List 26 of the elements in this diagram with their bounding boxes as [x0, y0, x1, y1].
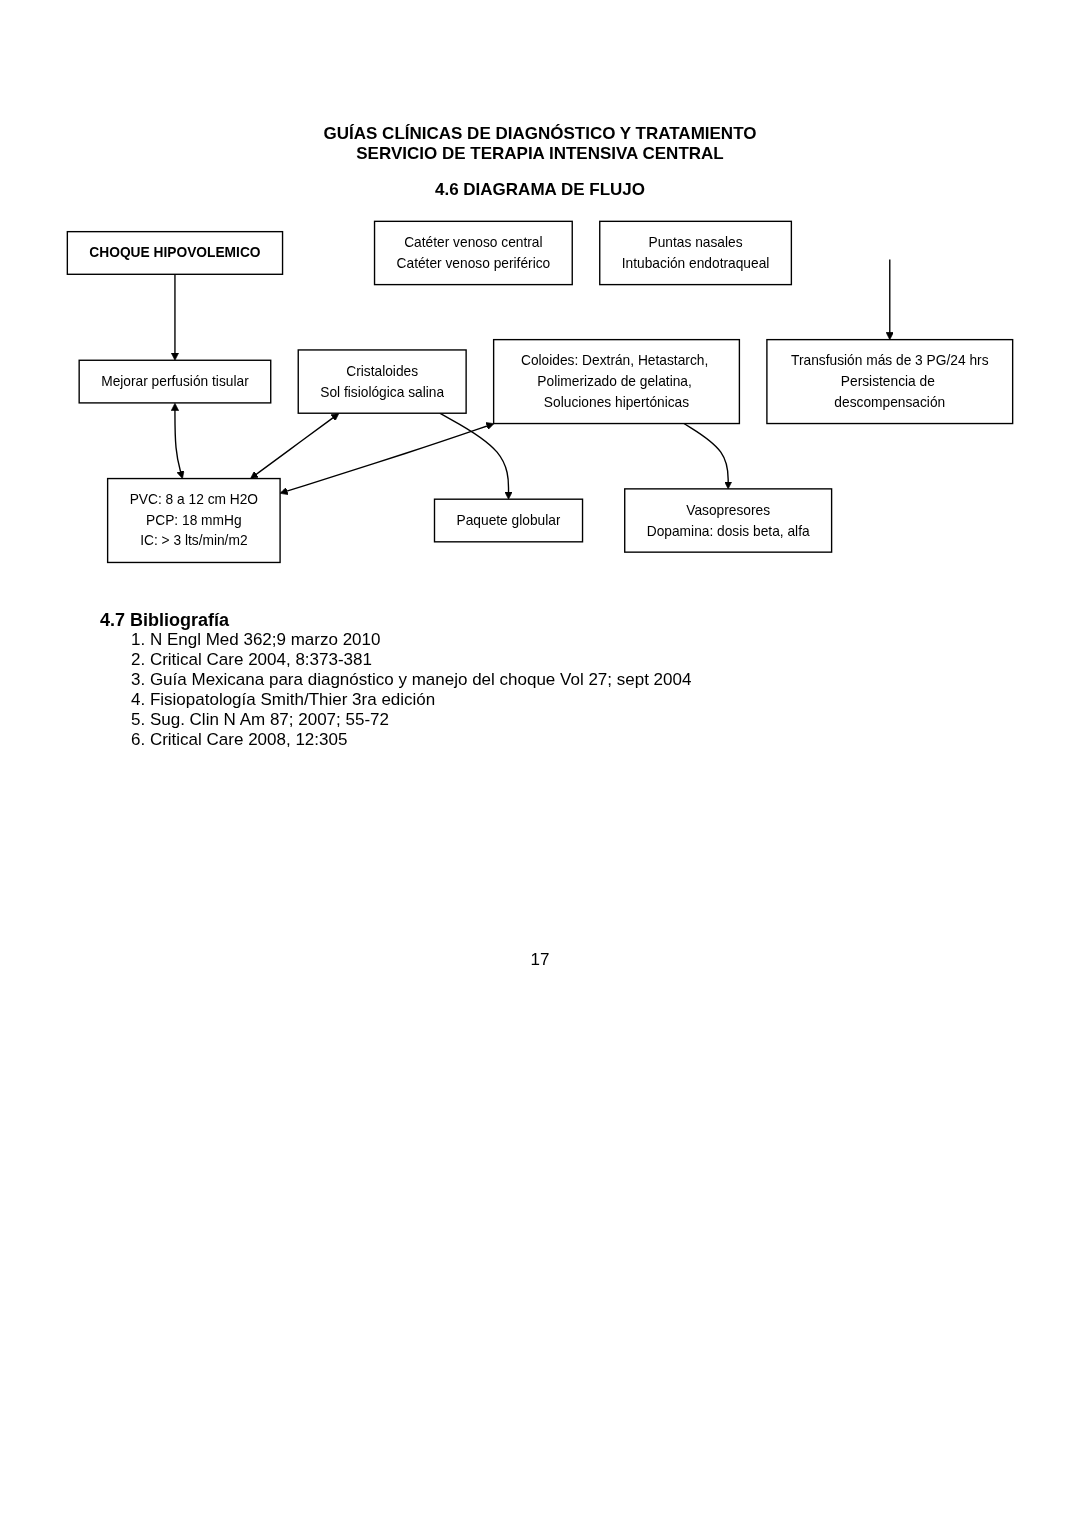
- arrow: [170, 402, 185, 479]
- arrow: [439, 412, 513, 500]
- reference-item: 2. Critical Care 2004, 8:373-381: [130, 649, 372, 670]
- reference-item: 6. Critical Care 2008, 12:305: [130, 729, 348, 750]
- reference-item: 1. N Engl Med 362;9 marzo 2010: [130, 629, 381, 650]
- arrow: [885, 258, 894, 340]
- section-heading: 4.6 DIAGRAMA DE FLUJO: [434, 180, 646, 200]
- reference-item: 3. Guía Mexicana para diagnóstico y manejo del choque Vol 27; sept 2004: [130, 669, 692, 690]
- reference-item: 5. Sug. Clin N Am 87; 2007; 55-72: [130, 709, 389, 730]
- process-box: Catéter venoso central Catéter venoso periférico: [373, 220, 573, 286]
- arrow: [250, 413, 340, 479]
- process-box: PVC: 8 a 12 cm H2O PCP: 18 mmHg IC: > 3 lts/min/m2: [106, 477, 281, 564]
- section-heading: 4.7 Bibliografía: [100, 609, 230, 630]
- process-box: Puntas nasales Intubación endotraqueal: [599, 220, 793, 286]
- process-box: Paquete globular: [433, 498, 584, 543]
- process-box: Vasopresores Dopamina: dosis beta, alfa: [624, 488, 833, 553]
- process-box: CHOQUE HIPOVOLEMICO: [66, 230, 284, 275]
- process-box: Cristaloides Sol fisiológica salina: [297, 349, 467, 414]
- process-box: Mejorar perfusión tisular: [78, 359, 272, 404]
- process-box: Coloides: Dextrán, Hetastarch, Polimerizado de gelatina, Soluciones hipertónicas: [492, 338, 741, 425]
- reference-item: 4. Fisiopatología Smith/Thier 3ra edición: [130, 689, 436, 710]
- arrow: [683, 422, 733, 490]
- page-header: GUÍAS CLÍNICAS DE DIAGNÓSTICO Y TRATAMIENTO SERVICIO DE TERAPIA INTENSIVA CENTRAL: [322, 124, 758, 164]
- page-number: 17: [530, 949, 550, 969]
- arrow: [170, 273, 179, 361]
- process-box: Transfusión más de 3 PG/24 hrs Persistencia de descompensación: [766, 338, 1014, 425]
